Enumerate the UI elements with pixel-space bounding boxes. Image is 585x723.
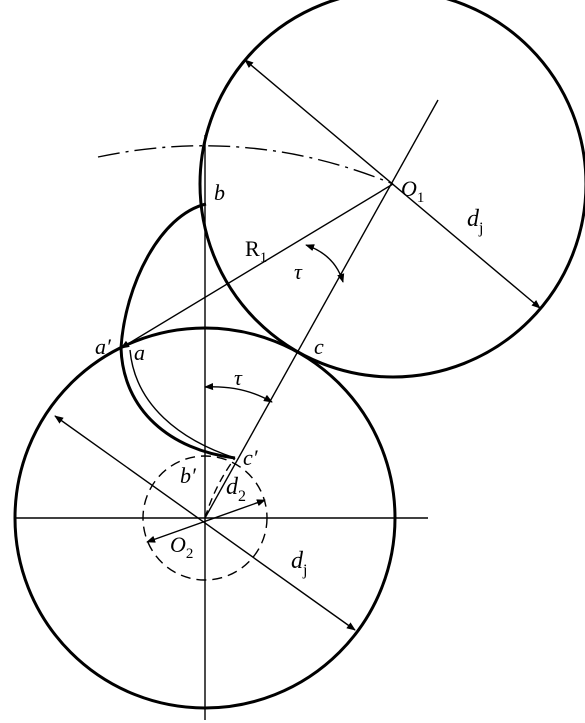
label-tau-upper: τ bbox=[294, 259, 303, 284]
label-a-prime: a′ bbox=[95, 334, 112, 359]
label-c: c bbox=[314, 334, 324, 359]
label-r1: R1 bbox=[245, 236, 267, 266]
label-dj-top: dj bbox=[467, 206, 483, 237]
upper-rotor-circle bbox=[198, 0, 585, 379]
label-b: b bbox=[214, 180, 225, 205]
upper-diameter-dimension bbox=[244, 59, 541, 309]
label-o1: O1 bbox=[401, 176, 424, 206]
label-o2: O2 bbox=[170, 532, 193, 562]
center-connecting-line bbox=[204, 99, 439, 519]
small-diameter-dimension bbox=[146, 499, 266, 543]
lobe-outer-profile bbox=[119, 202, 207, 349]
label-dj-bottom: dj bbox=[291, 548, 307, 579]
radius-r1-line bbox=[120, 183, 394, 349]
pitch-arc-dashdot bbox=[97, 145, 394, 185]
lower-rotor-circle bbox=[13, 326, 397, 710]
tau-upper-arc bbox=[305, 244, 345, 283]
tau-lower-arc bbox=[204, 382, 273, 403]
label-a: a bbox=[134, 340, 145, 365]
label-d2: d2 bbox=[226, 474, 246, 505]
label-b-prime: b′ bbox=[180, 463, 197, 488]
label-tau-lower: τ bbox=[234, 365, 243, 390]
label-c-prime: c′ bbox=[243, 445, 259, 470]
